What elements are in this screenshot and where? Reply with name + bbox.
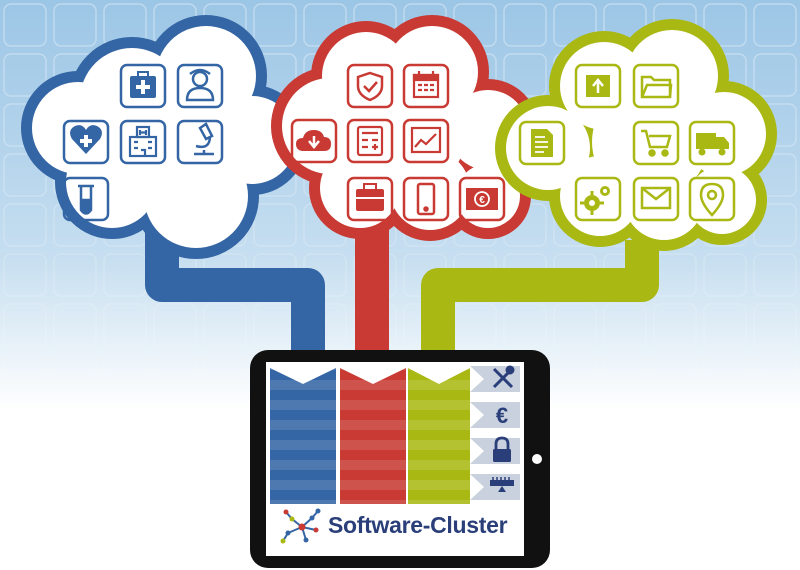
health-cloud bbox=[21, 15, 307, 259]
chart-line-icon bbox=[410, 126, 442, 154]
tools-icon bbox=[492, 365, 515, 389]
doctor-icon bbox=[185, 68, 215, 102]
euro-banknote-icon: € bbox=[466, 188, 498, 210]
location-pin-icon bbox=[699, 182, 725, 217]
calculator-icon bbox=[356, 125, 384, 157]
green-connector bbox=[421, 240, 659, 372]
brand-name: Software-Cluster bbox=[328, 512, 508, 538]
ruler-icon bbox=[490, 477, 514, 492]
cloud-download-icon bbox=[296, 130, 331, 151]
hospital-icon bbox=[128, 125, 158, 158]
medical-kit-icon bbox=[130, 71, 156, 98]
truck-icon bbox=[696, 133, 729, 156]
svg-text:€: € bbox=[479, 195, 485, 206]
blue-connector bbox=[145, 225, 325, 372]
folder-icon bbox=[640, 75, 673, 99]
microscope-icon bbox=[194, 122, 214, 156]
euro-icon: € bbox=[496, 403, 508, 428]
calendar-icon bbox=[412, 71, 440, 99]
network-nodes-icon bbox=[280, 508, 321, 544]
lock-icon bbox=[493, 436, 511, 462]
mail-icon bbox=[640, 186, 672, 210]
logistics-cloud bbox=[495, 19, 777, 251]
home-button bbox=[532, 454, 542, 464]
gears-icon bbox=[580, 186, 610, 215]
business-cloud: € bbox=[271, 15, 539, 241]
tablet: € bbox=[250, 350, 550, 568]
document-icon bbox=[531, 129, 553, 157]
shield-check-icon bbox=[356, 71, 384, 102]
tablet-icon bbox=[416, 182, 436, 216]
shopping-cart-icon bbox=[641, 129, 672, 157]
box-upload-icon bbox=[586, 75, 610, 97]
heart-plus-icon bbox=[70, 125, 102, 154]
briefcase-icon bbox=[356, 183, 384, 211]
test-tube-icon bbox=[78, 184, 94, 215]
